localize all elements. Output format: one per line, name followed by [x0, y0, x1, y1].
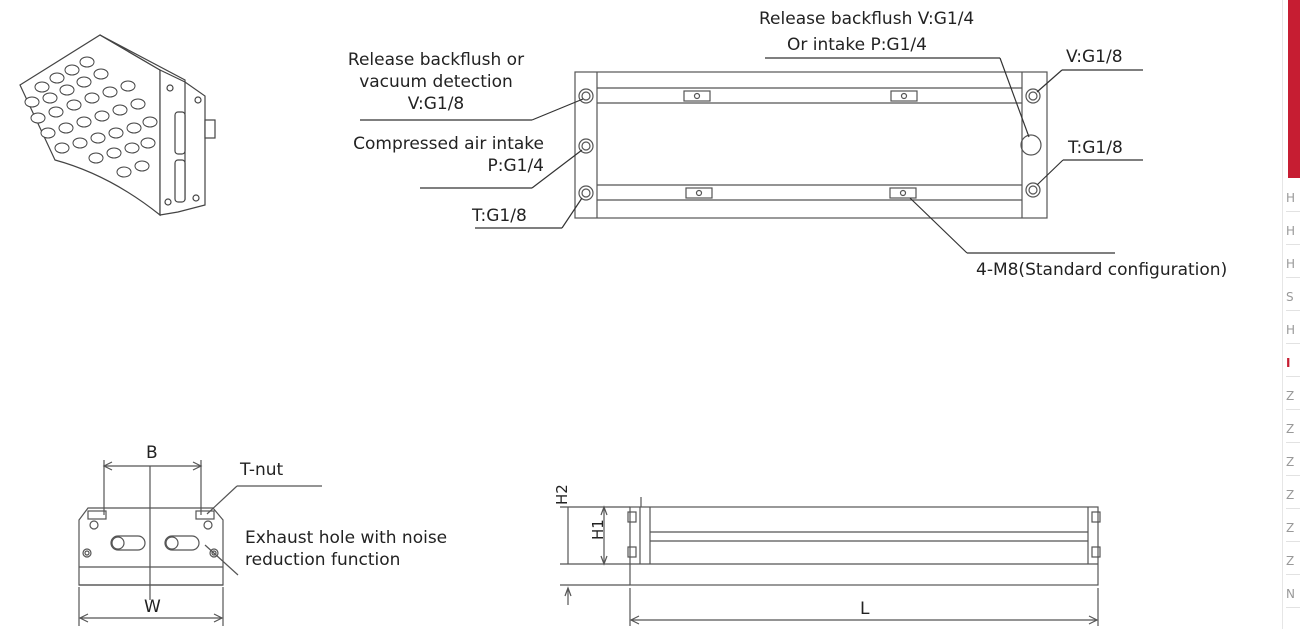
- top-view-drawing: [574, 71, 1048, 219]
- label-release-backflush-v: Release backflush V:G1/4: [759, 9, 975, 29]
- dimension-b: B: [146, 443, 158, 463]
- label-v-g18-right: V:G1/8: [1066, 47, 1123, 67]
- side-view-drawing: [560, 497, 1101, 626]
- sidebar-item[interactable]: Z: [1286, 515, 1300, 542]
- dimension-w: W: [144, 597, 161, 617]
- top-view-leaders: [360, 57, 1143, 254]
- sidebar-item[interactable]: Z: [1286, 548, 1300, 575]
- label-exhaust-hole: Exhaust hole with noise: [245, 528, 448, 548]
- dimension-l: L: [860, 599, 870, 619]
- label-4-m8: 4-M8(Standard configuration): [976, 260, 1228, 280]
- dimension-h1: H1: [589, 519, 607, 540]
- label-compressed-air-intake: Compressed air intake: [353, 134, 544, 154]
- sidebar-item[interactable]: H: [1286, 317, 1300, 344]
- sidebar-item[interactable]: Z: [1286, 449, 1300, 476]
- label-noise-reduction: reduction function: [245, 550, 401, 570]
- sidebar-item[interactable]: H: [1286, 185, 1300, 212]
- label-or-intake-p: Or intake P:G1/4: [787, 35, 927, 55]
- sidebar-item[interactable]: H: [1286, 218, 1300, 245]
- end-view-drawing: [78, 460, 322, 626]
- label-release-backflush-or: Release backflush or: [347, 50, 525, 70]
- label-p-g14-left: P:G1/4: [487, 156, 544, 176]
- label-vacuum-detection: vacuum detection: [359, 72, 513, 92]
- sidebar-item[interactable]: I: [1286, 350, 1300, 377]
- sidebar-item[interactable]: N: [1286, 581, 1300, 608]
- label-v-g18-left: V:G1/8: [407, 94, 465, 114]
- sidebar-item[interactable]: Z: [1286, 416, 1300, 443]
- sidebar-item[interactable]: Z: [1286, 383, 1300, 410]
- label-t-nut: T-nut: [240, 460, 284, 480]
- label-t-g18-left: T:G1/8: [472, 206, 527, 226]
- sidebar-accent-bar: [1288, 0, 1300, 178]
- product-isometric-image: [19, 34, 216, 217]
- sidebar-item[interactable]: S: [1286, 284, 1300, 311]
- label-t-g18-right: T:G1/8: [1068, 138, 1123, 158]
- sidebar-item[interactable]: H: [1286, 251, 1300, 278]
- dimension-h2: H2: [553, 484, 571, 505]
- sidebar-item[interactable]: Z: [1286, 482, 1300, 509]
